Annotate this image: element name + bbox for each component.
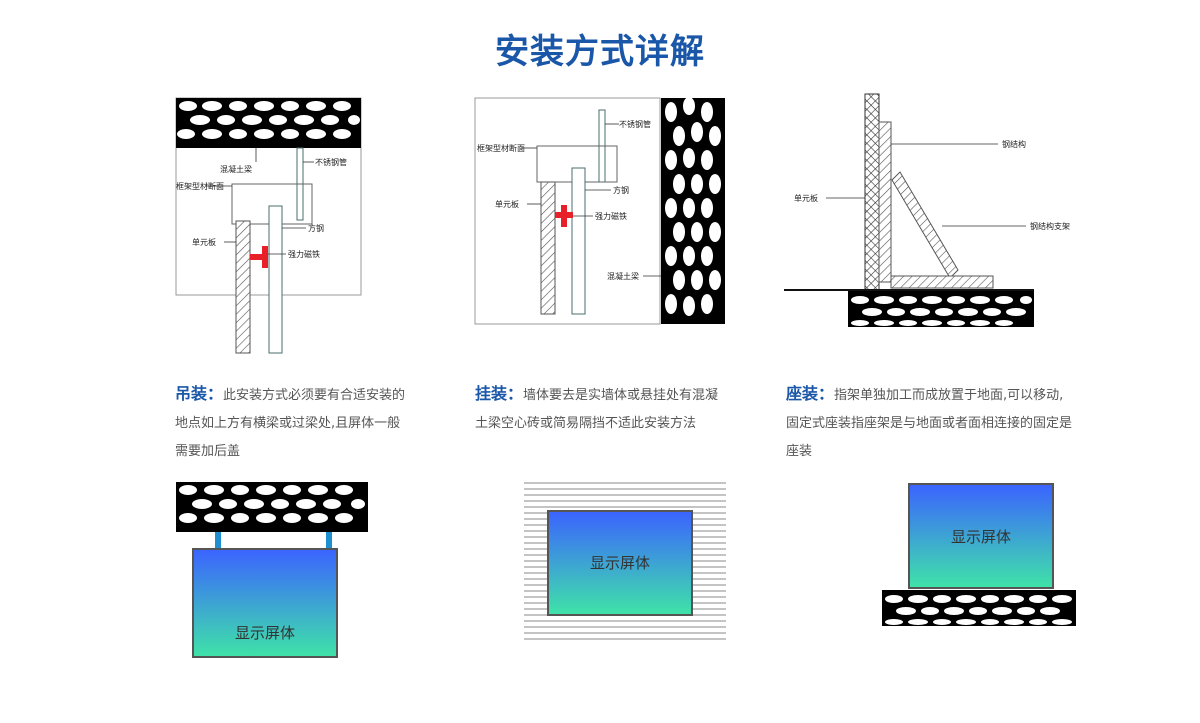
square-steel xyxy=(268,205,283,354)
seat-caption-text: 指架单独加工而成放置于地面,可以移动,固定式座装指座架是与地面或者面相连接的固定… xyxy=(786,388,1073,459)
seat-install-diagram: 钢结构 单元板 钢结构支架 xyxy=(784,93,1070,327)
wall-install-diagram: 不锈钢管 框架型材断面 方钢 单元板 强力磁铁 混凝土梁 xyxy=(474,97,725,325)
concrete-wall xyxy=(661,97,725,324)
seat-screen-illustration: 显示屏体 xyxy=(882,483,1076,626)
screen-label: 显示屏体 xyxy=(590,554,650,572)
diagram-frame xyxy=(474,97,661,325)
label-pipe: 不锈钢管 xyxy=(619,119,651,129)
hanging-install-diagram: 混凝土梁 不锈钢管 框架型材断面 方钢 单元板 强力磁铁 xyxy=(175,97,362,354)
label-bracket: 钢结构支架 xyxy=(1030,221,1070,231)
label-panel: 单元板 xyxy=(192,237,216,247)
steel-structure xyxy=(878,121,892,283)
hanger-left xyxy=(215,532,221,550)
label-frame: 框架型材断面 xyxy=(176,181,224,191)
magnet xyxy=(250,246,268,268)
steel-base xyxy=(890,275,994,289)
wall-screen-illustration: 显示屏体 xyxy=(524,482,726,640)
label-beam: 混凝土梁 xyxy=(220,164,252,174)
concrete-beam xyxy=(176,98,361,148)
wall-caption: 挂装：墙体要去是实墙体或悬挂处有混凝土梁空心砖或简易隔挡不适此安装方法 xyxy=(475,380,725,438)
label-beam: 混凝土梁 xyxy=(607,271,639,281)
square-steel xyxy=(571,167,586,315)
hanging-caption-text: 此安装方式必须要有合适安装的地点如上方有横梁或过梁处,且屏体一般需要加后盖 xyxy=(175,388,406,459)
hanging-screen-illustration: 显示屏体 xyxy=(176,482,368,658)
label-steel: 方钢 xyxy=(308,223,324,233)
label-panel: 单元板 xyxy=(495,199,519,209)
ceiling-beam xyxy=(176,482,368,532)
ground-concrete xyxy=(848,291,1034,327)
seat-caption: 座装：指架单独加工而成放置于地面,可以移动,固定式座装指座架是与地面或者面相连接… xyxy=(786,380,1074,466)
label-pipe: 不锈钢管 xyxy=(315,157,347,167)
label-panel: 单元板 xyxy=(794,193,818,203)
wall-caption-title: 挂装： xyxy=(475,384,524,403)
label-frame: 框架型材断面 xyxy=(477,143,525,153)
label-magnet: 强力磁铁 xyxy=(288,249,320,259)
label-structure: 钢结构 xyxy=(1002,139,1026,149)
label-magnet: 强力磁铁 xyxy=(595,211,627,221)
seat-caption-title: 座装： xyxy=(786,384,835,403)
ground-concrete xyxy=(882,590,1076,626)
unit-panel xyxy=(235,220,251,354)
page-title: 安装方式详解 xyxy=(495,32,705,72)
magnet xyxy=(555,205,573,227)
screen-label: 显示屏体 xyxy=(951,528,1011,546)
display-screen xyxy=(192,548,338,658)
hanging-caption-title: 吊装： xyxy=(175,384,224,403)
label-steel: 方钢 xyxy=(613,185,629,195)
display-screen xyxy=(908,483,1054,589)
unit-panel xyxy=(540,181,556,315)
display-screen xyxy=(547,510,693,616)
hanging-caption: 吊装：此安装方式必须要有合适安装的地点如上方有横梁或过梁处,且屏体一般需要加后盖 xyxy=(175,380,407,466)
hanger-right xyxy=(326,532,332,550)
steel-bracket xyxy=(891,171,959,279)
wall-caption-text: 墙体要去是实墙体或悬挂处有混凝土梁空心砖或简易隔挡不适此安装方法 xyxy=(475,388,719,431)
unit-panel xyxy=(864,93,880,291)
screen-label: 显示屏体 xyxy=(235,624,295,642)
